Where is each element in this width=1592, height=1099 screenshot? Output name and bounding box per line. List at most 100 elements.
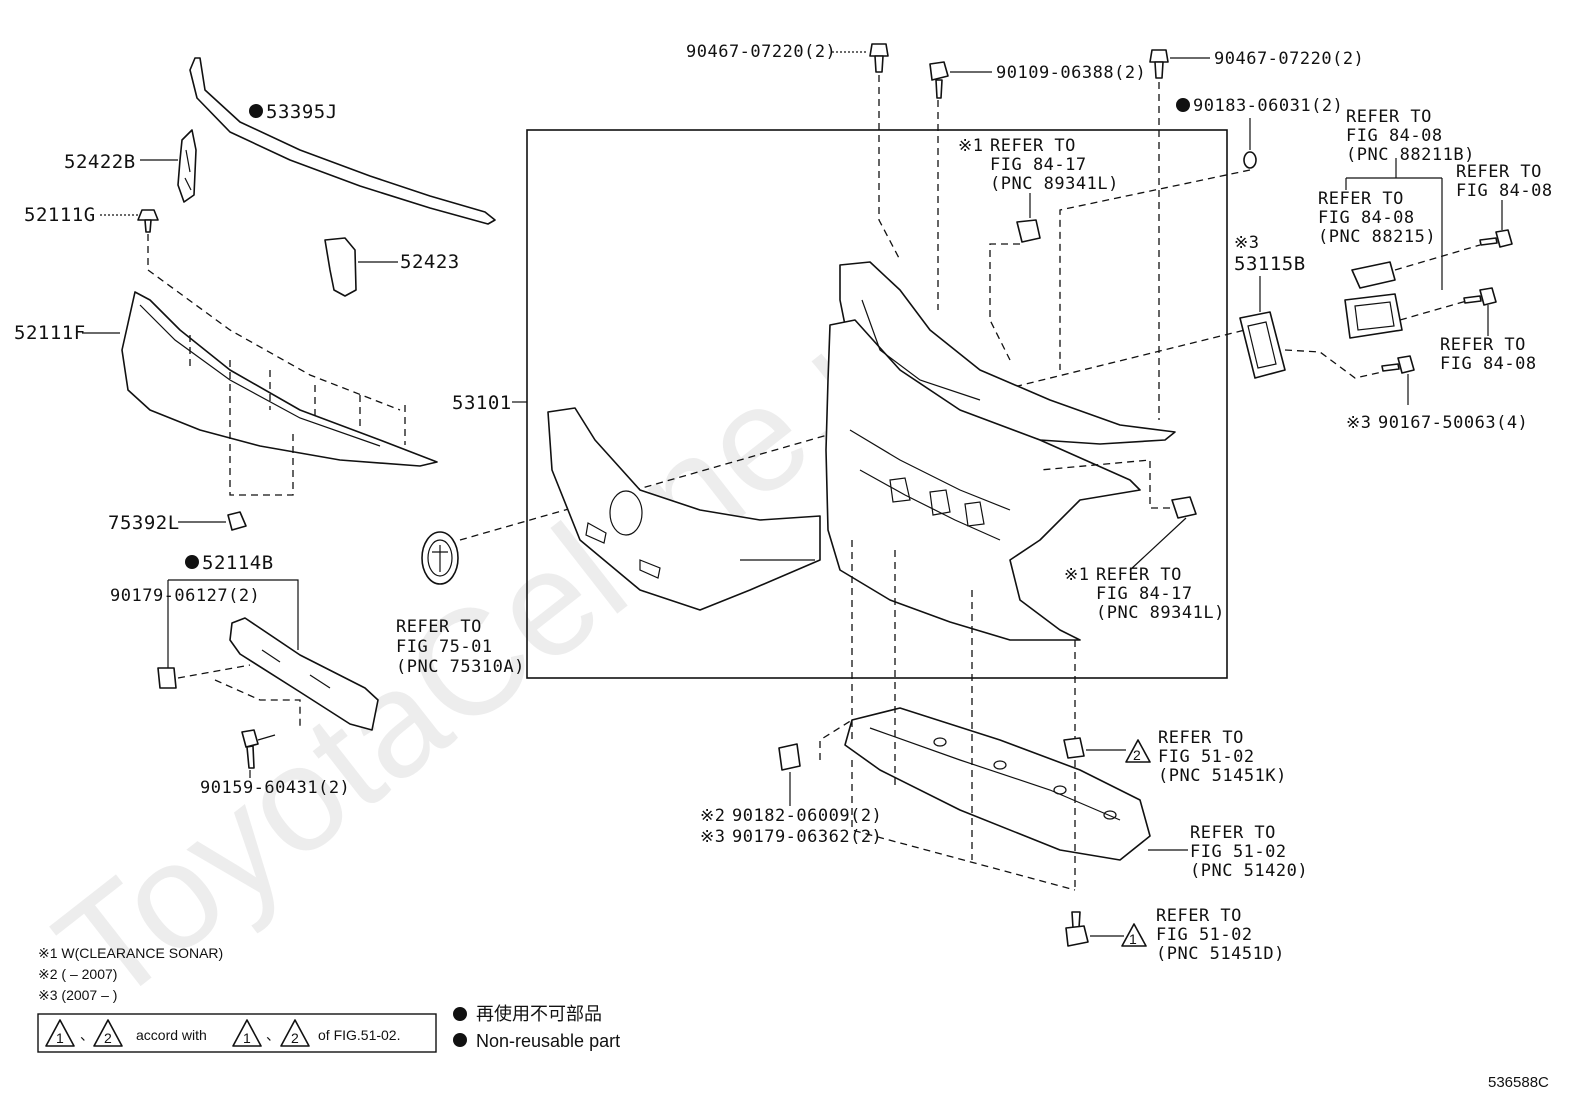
label-90179-06127: 90179-06127(2) <box>110 586 260 606</box>
note-1: ※1 W(CLEARANCE SONAR) <box>38 945 223 961</box>
label-53395j: 53395J <box>266 101 338 123</box>
part-90183-06031-nut <box>1243 151 1257 169</box>
label-90182-06009: 90182-06009(2) <box>732 806 882 826</box>
non-reusable-dot-53395j <box>249 104 263 118</box>
part-bumper-absorber <box>825 261 1176 641</box>
label-90467-07220-a: 90467-07220(2) <box>686 42 836 62</box>
label-refer-51420-a: REFER TO <box>1190 823 1276 843</box>
note-3: ※3 (2007 – ) <box>38 987 117 1003</box>
label-refer-51451k-a: REFER TO <box>1158 728 1244 748</box>
accord-note-end: of FIG.51-02. <box>318 1027 400 1043</box>
label-90467-07220-b: 90467-07220(2) <box>1214 49 1364 69</box>
mark-53115b: ※3 <box>1234 233 1259 253</box>
label-52111g: 52111G <box>24 204 96 226</box>
part-52111f-grille <box>121 291 438 467</box>
label-52423: 52423 <box>400 251 460 273</box>
part-90159-60431-bolt <box>241 729 259 769</box>
label-refer-88215-a: REFER TO <box>1318 189 1404 209</box>
non-reusable-dot-52114b <box>185 555 199 569</box>
part-clearance-sonar-b <box>1171 496 1197 519</box>
label-refer-8408s-b: FIG 84-08 <box>1440 354 1537 374</box>
legend-dot-1 <box>453 1007 467 1021</box>
label-refer-51451k-b: FIG 51-02 <box>1158 747 1255 767</box>
accord-note-box: 1 、 2 accord with 1 、 2 of FIG.51-02. <box>37 1013 437 1053</box>
mark-90179-06362: ※3 <box>700 827 725 847</box>
label-refer-75-01-c: (PNC 75310A) <box>396 657 525 677</box>
part-engine-under-cover <box>844 707 1151 861</box>
non-reusable-dot-90183 <box>1176 98 1190 112</box>
bumper-assembly-frame <box>526 129 1228 679</box>
legend-non-reusable: Non-reusable part <box>476 1031 620 1051</box>
label-53115b: 53115B <box>1234 253 1306 275</box>
part-52111g-clip <box>137 209 159 233</box>
label-53101: 53101 <box>452 392 512 414</box>
label-52114b: 52114B <box>202 552 274 574</box>
label-75392l: 75392L <box>108 512 180 534</box>
part-75392l-clip <box>227 511 247 531</box>
label-refer-84-17-b-3: (PNC 89341L) <box>1096 603 1225 623</box>
part-52422b-bracket <box>177 129 197 203</box>
label-90109-06388: 90109-06388(2) <box>996 63 1146 83</box>
part-fog-lamp <box>1344 293 1403 339</box>
triangle-1-marker-a: 1 <box>1121 923 1147 947</box>
note-2: ※2 ( – 2007) <box>38 966 117 982</box>
label-refer-84-17-a-3: (PNC 89341L) <box>990 174 1119 194</box>
part-53395j-molding <box>189 57 496 225</box>
part-emblem <box>421 531 459 585</box>
label-refer-51420-b: FIG 51-02 <box>1190 842 1287 862</box>
label-refer-51451d-b: FIG 51-02 <box>1156 925 1253 945</box>
label-refer-75-01-a: REFER TO <box>396 617 482 637</box>
label-refer-84-17-b-2: FIG 84-17 <box>1096 584 1193 604</box>
label-52422b: 52422B <box>64 151 136 173</box>
label-refer-8408r-b: FIG 84-08 <box>1456 181 1553 201</box>
label-90159-60431: 90159-60431(2) <box>200 778 350 798</box>
legend-japanese: 再使用不可部品 <box>476 1004 602 1024</box>
label-refer-88211-b: FIG 84-08 <box>1346 126 1443 146</box>
part-screw-right-b <box>1463 287 1497 306</box>
svg-text:2: 2 <box>1133 747 1141 763</box>
svg-text:、: 、 <box>266 1027 280 1043</box>
part-52114b-bracket <box>229 617 379 731</box>
svg-text:1: 1 <box>1129 931 1137 947</box>
label-90167-50063: 90167-50063(4) <box>1378 413 1528 433</box>
label-refer-51420-c: (PNC 51420) <box>1190 861 1308 881</box>
mark-refer-84-17-b: ※1 <box>1064 565 1089 585</box>
part-90167-50063-screw <box>1381 355 1415 374</box>
part-screw-right-a <box>1479 229 1513 248</box>
label-refer-84-17-b-1: REFER TO <box>1096 565 1182 585</box>
label-90179-06362: 90179-06362(2) <box>732 827 882 847</box>
label-refer-88211-a: REFER TO <box>1346 107 1432 127</box>
svg-text:2: 2 <box>104 1030 112 1046</box>
svg-text:1: 1 <box>56 1030 64 1046</box>
label-refer-88215-c: (PNC 88215) <box>1318 227 1436 247</box>
label-52111f: 52111F <box>14 322 86 344</box>
part-90109-06388-bolt <box>929 61 949 99</box>
mark-90182: ※2 <box>700 806 725 826</box>
part-51451d-bolt <box>1065 911 1089 947</box>
svg-text:2: 2 <box>291 1030 299 1046</box>
mark-refer-84-17-a: ※1 <box>958 136 983 156</box>
part-53115b-bracket <box>1239 311 1286 379</box>
part-90467-07220-clip-a <box>869 43 889 73</box>
diagram-id: 536588C <box>1488 1074 1549 1091</box>
accord-note-text: accord with <box>136 1027 207 1043</box>
part-90467-07220-clip-b <box>1149 49 1169 79</box>
label-refer-88215-b: FIG 84-08 <box>1318 208 1415 228</box>
label-refer-51451d-c: (PNC 51451D) <box>1156 944 1285 964</box>
label-refer-88211-c: (PNC 88211B) <box>1346 145 1475 165</box>
label-refer-51451k-c: (PNC 51451K) <box>1158 766 1287 786</box>
triangle-2-marker-a: 2 <box>1125 739 1151 763</box>
svg-text:1: 1 <box>243 1030 251 1046</box>
label-refer-84-17-a-1: REFER TO <box>990 136 1076 156</box>
part-53101-bumper-cover <box>547 407 821 611</box>
svg-text:、: 、 <box>80 1027 94 1043</box>
part-52423-bracket <box>324 237 357 297</box>
label-refer-8408s-a: REFER TO <box>1440 335 1526 355</box>
part-51451k-clip <box>1063 737 1085 759</box>
label-refer-84-17-a-2: FIG 84-17 <box>990 155 1087 175</box>
label-90183-06031: 90183-06031(2) <box>1193 96 1343 116</box>
part-90182-06009-clip <box>778 743 801 771</box>
label-refer-75-01-b: FIG 75-01 <box>396 637 493 657</box>
legend-dot-2 <box>453 1033 467 1047</box>
